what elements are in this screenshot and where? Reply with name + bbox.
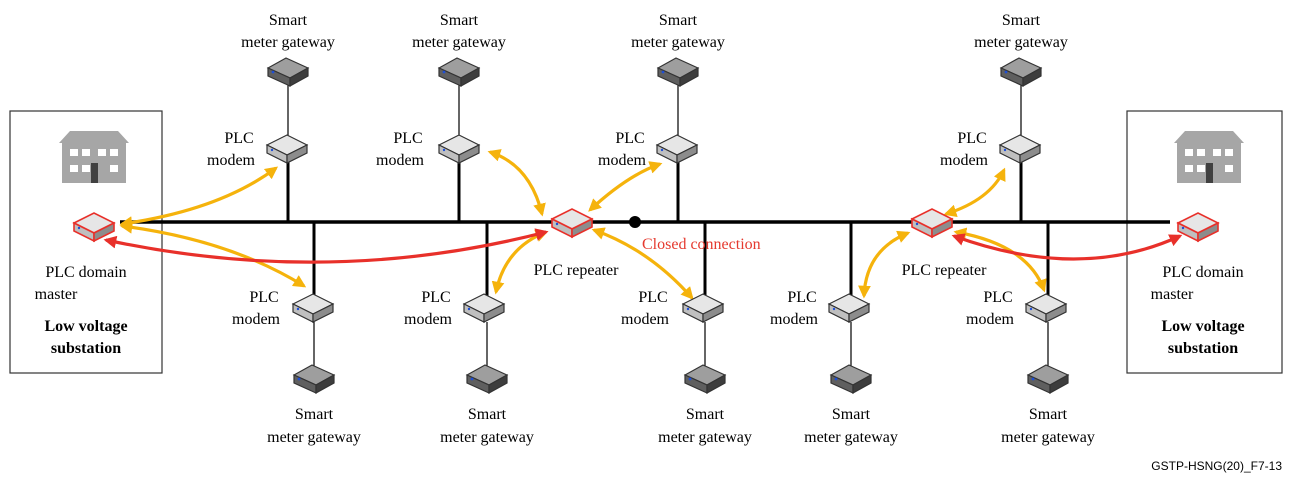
domain-master-label-line2: master (35, 286, 78, 303)
modem-label-modem: modem (966, 311, 1015, 328)
plc-modem-icon (828, 293, 870, 323)
gateway-label-meter-gateway: meter gateway (631, 34, 725, 51)
modem-label-plc: PLC (421, 289, 450, 306)
plc-modem-icon (292, 293, 334, 323)
gateway-label-smart: Smart (1002, 12, 1041, 29)
smart-meter-gateway-icon (466, 364, 508, 394)
plc-repeater-label: PLC repeater (534, 262, 620, 279)
modem-label-plc: PLC (393, 130, 422, 147)
gateway-label-smart: Smart (659, 12, 698, 29)
plc-repeater-label: PLC repeater (902, 262, 988, 279)
plc-modem-icon (463, 293, 505, 323)
modem-label-plc: PLC (615, 130, 644, 147)
gateway-label-meter-gateway: meter gateway (1001, 429, 1095, 446)
closed-connection-label: Closed connection (642, 236, 761, 253)
house-icon (1174, 131, 1244, 183)
smart-meter-gateway-icon (1027, 364, 1069, 394)
gateway-label-meter-gateway: meter gateway (804, 429, 898, 446)
red-arrows (103, 228, 1183, 264)
modem-label-modem: modem (232, 311, 281, 328)
smart-meter-gateway-icon (1000, 57, 1042, 87)
modem-label-modem: modem (598, 152, 647, 169)
gateway-label-meter-gateway: meter gateway (974, 34, 1068, 51)
smart-meter-gateway-icon (830, 364, 872, 394)
plc-modem-icon (999, 134, 1041, 164)
gateway-label-smart: Smart (832, 406, 871, 423)
gateway-label-smart: Smart (1029, 406, 1068, 423)
modem-label-modem: modem (940, 152, 989, 169)
modem-label-modem: modem (621, 311, 670, 328)
gateway-label-meter-gateway: meter gateway (267, 429, 361, 446)
modem-label-modem: modem (404, 311, 453, 328)
figure-reference: GSTP-HSNG(20)_F7-13 (1151, 459, 1282, 473)
plc-modem-icon (682, 293, 724, 323)
smart-meter-gateway-icon (657, 57, 699, 87)
modem-label-plc: PLC (638, 289, 667, 306)
gateway-label-smart: Smart (440, 12, 479, 29)
plc-repeater-left-icon (551, 208, 593, 238)
gateway-label-meter-gateway: meter gateway (412, 34, 506, 51)
plc-modem-icon (656, 134, 698, 164)
gateway-label-smart: Smart (295, 406, 334, 423)
gateway-label-smart: Smart (686, 406, 725, 423)
modem-label-modem: modem (207, 152, 256, 169)
substation-label-line2: substation (51, 340, 121, 357)
modem-label-plc: PLC (957, 130, 986, 147)
domain-master-label-line2: master (1151, 286, 1194, 303)
gateway-label-meter-gateway: meter gateway (658, 429, 752, 446)
modem-label-modem: modem (376, 152, 425, 169)
gateway-connectors (287, 80, 1049, 370)
gateway-label-smart: Smart (468, 406, 507, 423)
modem-label-plc: PLC (224, 130, 253, 147)
smart-meter-gateway-icon (267, 57, 309, 87)
plc-domain-master-right-icon (1177, 212, 1219, 242)
substation-label-line1: Low voltage (44, 318, 127, 335)
modem-label-modem: modem (770, 311, 819, 328)
substation-label-line1: Low voltage (1161, 318, 1244, 335)
domain-master-label-line1: PLC domain (1162, 264, 1243, 281)
modem-label-plc: PLC (787, 289, 816, 306)
gateway-label-meter-gateway: meter gateway (440, 429, 534, 446)
closed-connection-node (629, 216, 641, 228)
plc-modem-icon (438, 134, 480, 164)
modem-label-plc: PLC (983, 289, 1012, 306)
plc-domain-master-left-icon (73, 212, 115, 242)
modem-label-plc: PLC (249, 289, 278, 306)
plc-modem-icon (1025, 293, 1067, 323)
plc-modem-icon (266, 134, 308, 164)
gateway-label-smart: Smart (269, 12, 308, 29)
substation-label-line2: substation (1168, 340, 1238, 357)
gateway-label-meter-gateway: meter gateway (241, 34, 335, 51)
smart-meter-gateway-icon (293, 364, 335, 394)
house-icon (59, 131, 129, 183)
smart-meter-gateway-icon (684, 364, 726, 394)
smart-meter-gateway-icon (438, 57, 480, 87)
domain-master-label-line1: PLC domain (45, 264, 126, 281)
